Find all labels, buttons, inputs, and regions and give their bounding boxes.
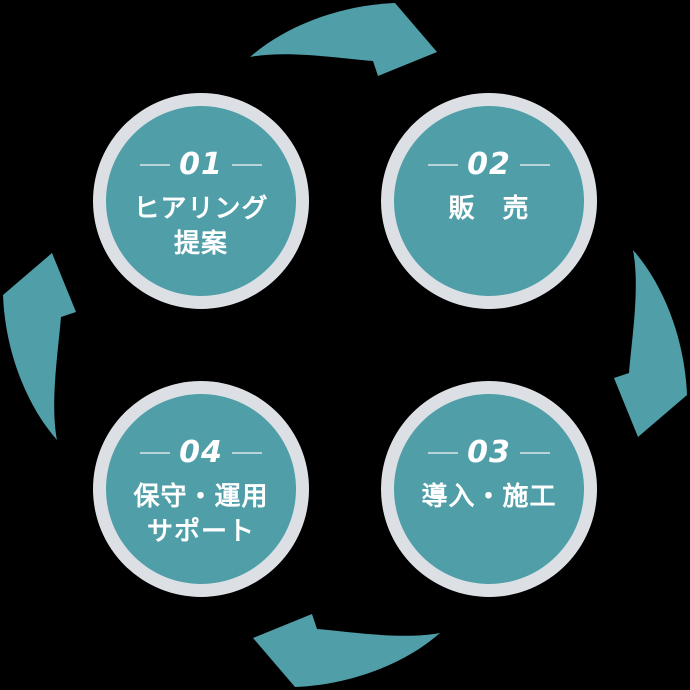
- step-label: 販 売: [448, 192, 529, 227]
- step-label-line-1: 販 売: [448, 194, 530, 224]
- step-label-line-1: ヒアリング: [133, 194, 269, 224]
- arrow-shape: [3, 253, 76, 440]
- number-line-right: [519, 452, 550, 454]
- step-number-row: 04: [140, 438, 262, 468]
- arrow-right-down-icon: [614, 250, 687, 437]
- step-inner-circle-02: 02 販 売: [394, 106, 584, 296]
- step-label: 導入・施工: [421, 480, 556, 515]
- step-number: 04: [179, 435, 223, 470]
- step-number-row: 01: [140, 150, 262, 180]
- step-number: 02: [467, 147, 511, 182]
- step-label: ヒアリング 提案: [133, 192, 268, 262]
- number-line-right: [519, 164, 550, 166]
- step-circle-03: 03 導入・施工: [381, 381, 597, 597]
- step-number-row: 02: [428, 150, 550, 180]
- step-number-row: 03: [428, 438, 550, 468]
- number-line-left: [428, 452, 459, 454]
- arrow-shape: [253, 614, 440, 687]
- step-label: 保守・運用 サポート: [133, 480, 268, 550]
- step-inner-circle-03: 03 導入・施工: [394, 394, 584, 584]
- number-line-left: [140, 452, 171, 454]
- arrow-shape: [614, 250, 687, 437]
- step-label-line-2: サポート: [146, 517, 255, 547]
- arrow-top-right-icon: [250, 3, 437, 76]
- step-circle-01: 01 ヒアリング 提案: [93, 93, 309, 309]
- step-label-line-1: 保守・運用: [133, 482, 269, 512]
- step-number: 01: [179, 147, 223, 182]
- step-inner-circle-01: 01 ヒアリング 提案: [106, 106, 296, 296]
- arrow-bottom-left-icon: [253, 614, 440, 687]
- step-label-line-1: 導入・施工: [421, 482, 557, 512]
- arrow-left-up-icon: [3, 253, 76, 440]
- number-line-left: [140, 164, 171, 166]
- step-label-line-2: 提案: [173, 229, 228, 259]
- number-line-right: [231, 164, 262, 166]
- number-line-right: [231, 452, 262, 454]
- step-circle-02: 02 販 売: [381, 93, 597, 309]
- step-number: 03: [467, 435, 511, 470]
- step-inner-circle-04: 04 保守・運用 サポート: [106, 394, 296, 584]
- step-circle-04: 04 保守・運用 サポート: [93, 381, 309, 597]
- number-line-left: [428, 164, 459, 166]
- arrow-shape: [250, 3, 437, 76]
